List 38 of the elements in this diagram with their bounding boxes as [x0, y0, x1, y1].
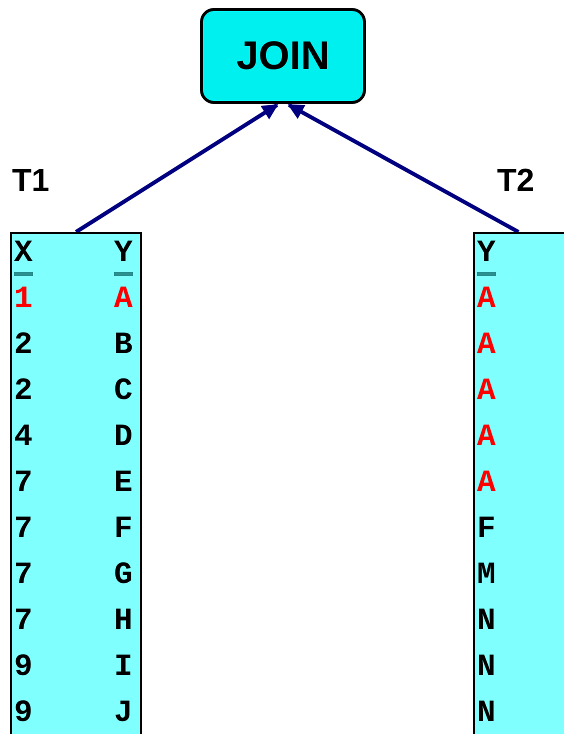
- cell-value: A: [114, 282, 133, 318]
- cell-value: 4: [14, 420, 33, 456]
- cell-value: 1: [14, 282, 33, 318]
- cell-value: I: [114, 650, 133, 686]
- cell-value: H: [114, 604, 133, 640]
- arrow: [74, 103, 278, 234]
- cell-value: 7: [14, 512, 33, 548]
- cell-value: A: [477, 374, 496, 410]
- cell-value: A: [477, 328, 496, 364]
- column-header: Y: [477, 236, 496, 276]
- column-header: Y: [114, 236, 133, 276]
- cell-value: M: [477, 558, 496, 594]
- cell-value: 9: [14, 650, 33, 686]
- arrow: [288, 103, 520, 234]
- table-title: T1: [12, 162, 50, 199]
- cell-value: A: [477, 466, 496, 502]
- cell-value: 7: [14, 604, 33, 640]
- cell-value: N: [477, 650, 496, 686]
- cell-value: J: [114, 696, 133, 732]
- cell-value: A: [477, 420, 496, 456]
- cell-value: N: [477, 604, 496, 640]
- cell-value: 7: [14, 558, 33, 594]
- cell-value: N: [477, 696, 496, 732]
- cell-value: E: [114, 466, 133, 502]
- cell-value: F: [477, 512, 496, 548]
- cell-value: 7: [14, 466, 33, 502]
- cell-value: 2: [14, 328, 33, 364]
- column-header: X: [14, 236, 33, 276]
- cell-value: D: [114, 420, 133, 456]
- cell-value: 2: [14, 374, 33, 410]
- process-box: JOIN: [200, 8, 366, 104]
- cell-value: B: [114, 328, 133, 364]
- cell-value: F: [114, 512, 133, 548]
- cell-value: G: [114, 558, 133, 594]
- cell-value: A: [477, 282, 496, 318]
- cell-value: 9: [14, 696, 33, 732]
- table-title: T2: [497, 162, 534, 199]
- cell-value: C: [114, 374, 133, 410]
